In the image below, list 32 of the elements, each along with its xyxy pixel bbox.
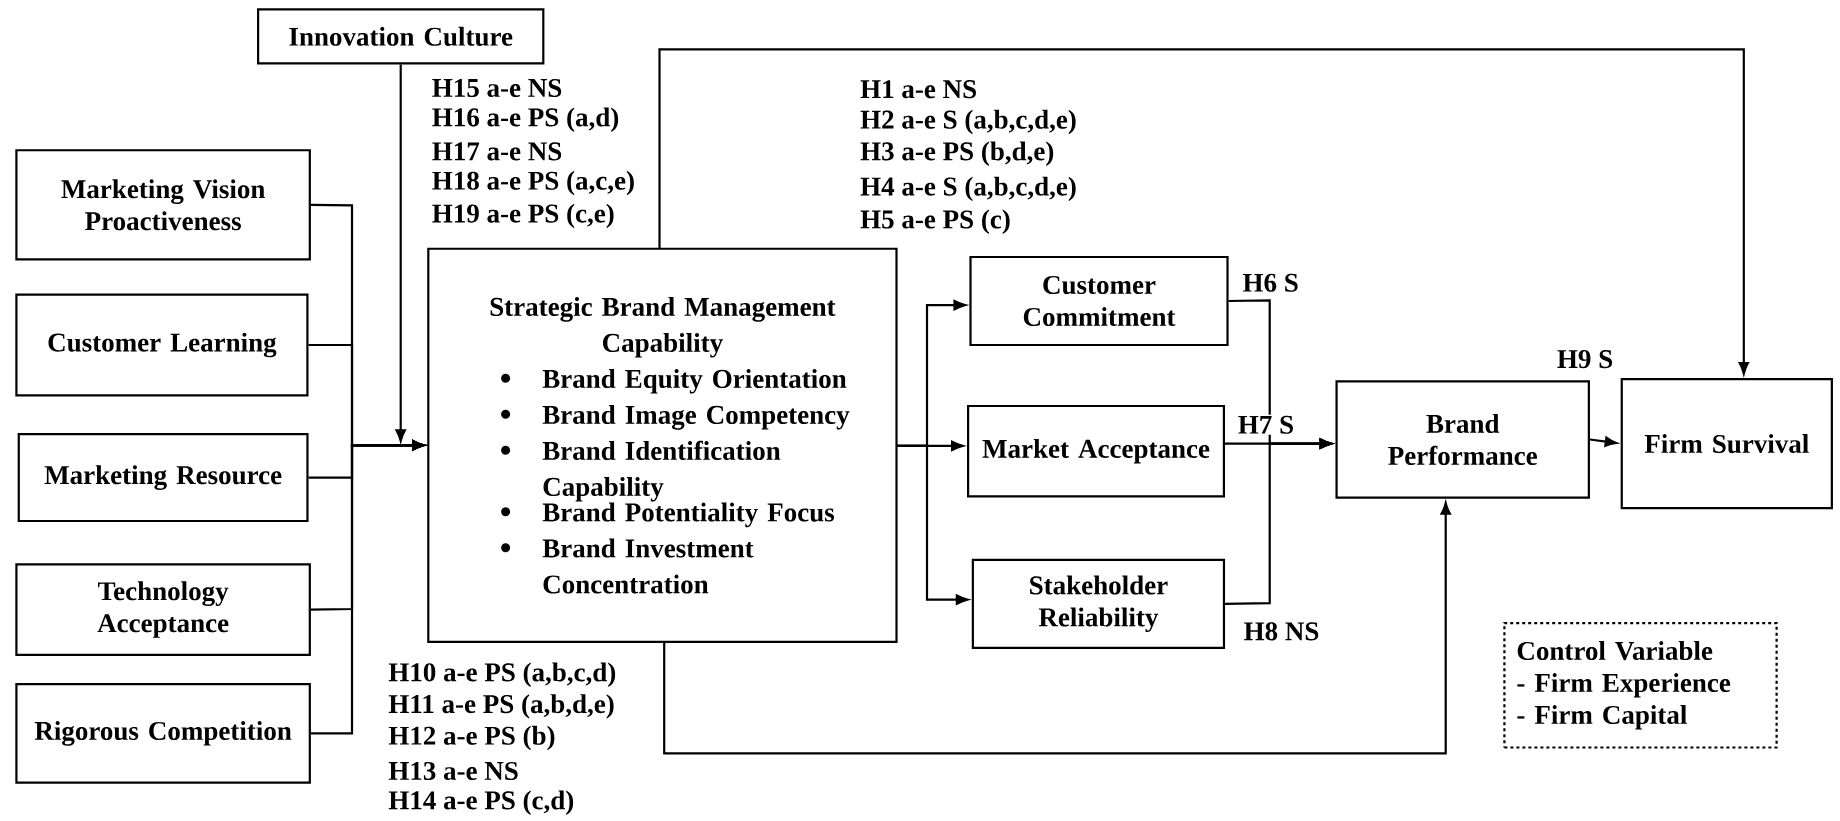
control-variable-box: Control Variable - Firm Experience - Firm Capital bbox=[1503, 622, 1778, 749]
hypothesis-label: H16 a-e PS (a,d) bbox=[432, 107, 619, 132]
hypothesis-label: H3 a-e PS (b,d,e) bbox=[860, 141, 1054, 166]
arrow bbox=[310, 440, 425, 735]
hypothesis-label: H11 a-e PS (a,b,d,e) bbox=[388, 694, 614, 719]
hypothesis-label: H12 a-e PS (b) bbox=[388, 725, 555, 751]
hypothesis-label: H2 a-e S (a,b,c,d,e) bbox=[860, 109, 1076, 135]
construct-box: Customer Commitment bbox=[969, 255, 1229, 347]
arrow bbox=[1589, 436, 1618, 447]
construct-box: Customer Learning bbox=[15, 293, 309, 397]
construct-box: Marketing Resource bbox=[17, 433, 309, 523]
edge-label: H7 S bbox=[1236, 414, 1296, 435]
edge-label: H6 S bbox=[1241, 272, 1300, 293]
construct-box: Marketing Vision Proactiveness bbox=[15, 149, 311, 261]
construct-box: Brand Performance bbox=[1335, 380, 1590, 499]
hypothesis-label: H5 a-e PS (c) bbox=[860, 209, 1010, 235]
hypothesis-label: H17 a-e NS bbox=[432, 142, 562, 161]
arrow bbox=[658, 48, 1749, 375]
hypothesis-label: H13 a-e NS bbox=[388, 761, 518, 781]
hypothesis-label: H4 a-e S (a,b,c,d,e) bbox=[860, 176, 1076, 202]
hypothesis-label: H10 a-e PS (a,b,c,d) bbox=[388, 662, 616, 687]
edge-label: H9 S bbox=[1555, 349, 1615, 370]
arrow bbox=[395, 64, 406, 442]
construct-box: Firm Survival bbox=[1620, 377, 1833, 510]
construct-box: Innovation Culture bbox=[257, 8, 545, 65]
construct-box: Rigorous Competition bbox=[15, 683, 311, 784]
construct-box: Market Acceptance bbox=[967, 404, 1225, 498]
capability-box: Strategic Brand Management Capability Brand Equity Orientation Brand Image Competency Brand Identification Capability Brand Potentiality Focus Brand Investment Concentration bbox=[427, 247, 898, 643]
hypothesis-label: H18 a-e PS (a,c,e) bbox=[432, 170, 634, 196]
hypothesis-label: H14 a-e PS (c,d) bbox=[388, 790, 574, 815]
construct-box: Technology Acceptance bbox=[15, 563, 311, 656]
hypothesis-label: H1 a-e NS bbox=[860, 80, 976, 99]
